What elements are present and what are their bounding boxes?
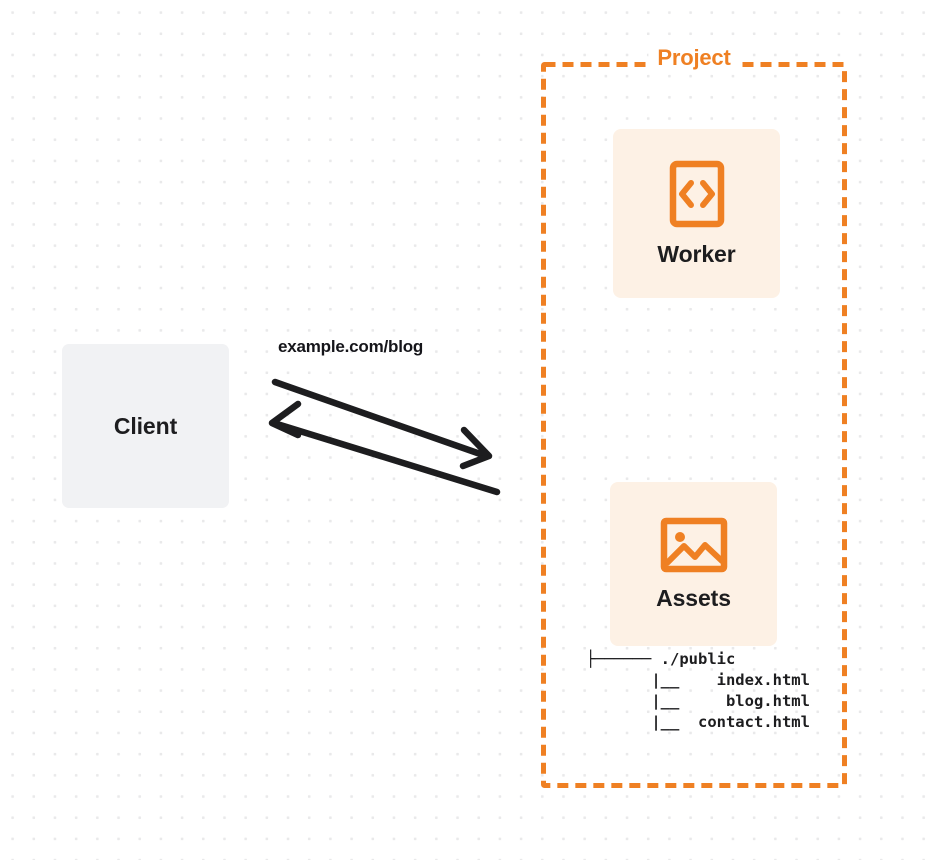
worker-node[interactable]: Worker	[613, 129, 780, 298]
client-node-label: Client	[113, 412, 178, 439]
file-tree-root-line: ├────── ./public	[586, 650, 736, 668]
response-arrow-icon	[268, 400, 501, 496]
file-tree-item-line: |__ contact.html	[586, 713, 810, 731]
connector-url-label: example.com/blog	[278, 337, 424, 356]
worker-node-label: Worker	[657, 240, 736, 267]
client-project-connector: example.com/blog	[250, 330, 520, 515]
image-icon	[660, 517, 727, 573]
assets-node-label: Assets	[656, 585, 731, 611]
request-arrow-icon	[271, 378, 493, 470]
assets-node[interactable]: Assets	[610, 482, 777, 646]
code-file-icon	[669, 160, 724, 227]
project-title: Project	[648, 45, 740, 71]
client-node[interactable]: Client	[62, 344, 229, 508]
file-tree-item-line: |__ blog.html	[586, 692, 810, 710]
project-container[interactable]: Project Worker Assets ├────── ./public |…	[541, 45, 847, 788]
file-tree-item-line: |__ index.html	[586, 671, 810, 689]
connector-arrows	[268, 378, 501, 496]
assets-file-tree: ├────── ./public |__ index.html |__ blog…	[586, 649, 810, 733]
